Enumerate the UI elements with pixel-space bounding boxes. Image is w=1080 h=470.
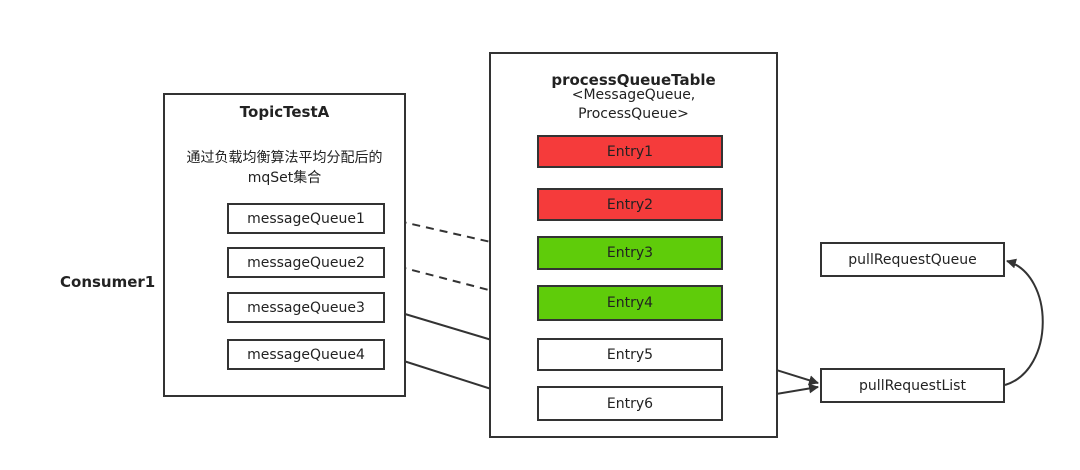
- topic-description-line2: mqSet集合: [247, 170, 322, 186]
- topic-title: TopicTestA: [239, 103, 330, 121]
- pull-request-list: pullRequestList: [820, 368, 1005, 403]
- message-queue-3: messageQueue3: [227, 292, 385, 323]
- entry-4: Entry4: [537, 285, 723, 321]
- message-queue-2: messageQueue2: [227, 247, 385, 278]
- process-table-subtitle-line2: ProcessQueue>: [578, 106, 689, 122]
- entry-3: Entry3: [537, 236, 723, 270]
- process-table-title: processQueueTable: [551, 71, 716, 89]
- entry-2: Entry2: [537, 188, 723, 221]
- message-queue-1: messageQueue1: [227, 203, 385, 234]
- entry-6: Entry6: [537, 386, 723, 421]
- topic-description-line1: 通过负载均衡算法平均分配后的: [186, 150, 383, 166]
- process-table-subtitle: <MessageQueue, ProcessQueue>: [489, 86, 778, 124]
- entry-5: Entry5: [537, 338, 723, 371]
- pull-request-queue: pullRequestQueue: [820, 242, 1005, 277]
- arrow-pulllist-pullqueue: [1004, 258, 1044, 386]
- entry-1: Entry1: [537, 135, 723, 168]
- process-table-subtitle-line1: <MessageQueue,: [571, 87, 696, 103]
- message-queue-4: messageQueue4: [227, 339, 385, 370]
- consumer-label: Consumer1: [60, 273, 156, 291]
- topic-description: 通过负载均衡算法平均分配后的 mqSet集合: [163, 148, 406, 188]
